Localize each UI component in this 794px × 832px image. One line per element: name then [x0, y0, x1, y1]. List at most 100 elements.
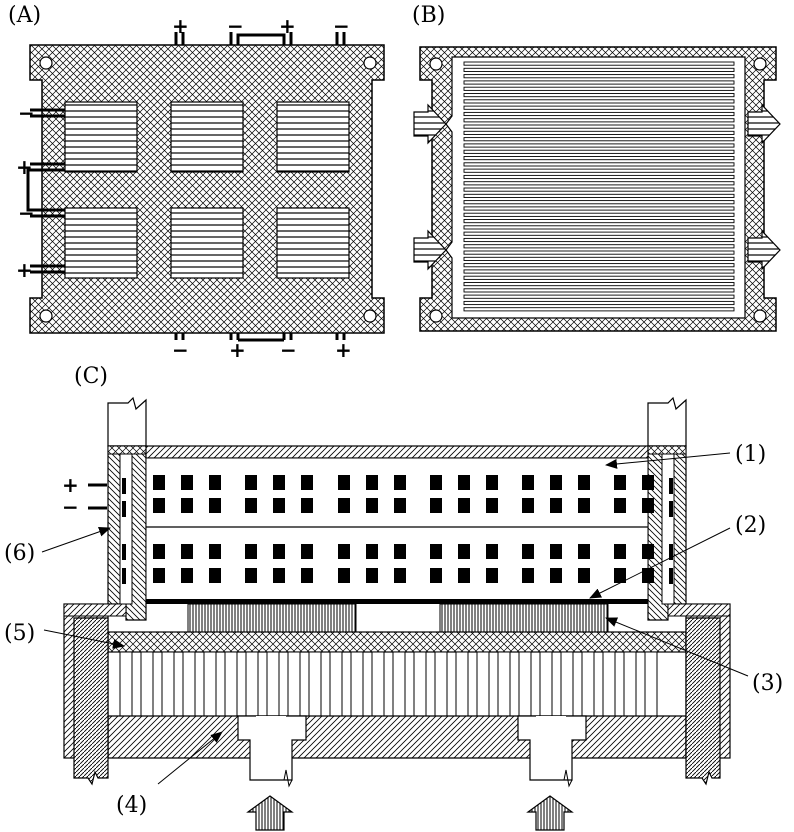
battery-cell — [181, 475, 193, 490]
te-module — [64, 101, 138, 173]
fin-line — [463, 105, 735, 110]
fin — [539, 651, 553, 717]
te-module — [170, 101, 244, 173]
battery-cell — [394, 475, 406, 490]
battery-cell — [245, 498, 257, 513]
mounting-hole — [363, 56, 377, 70]
plus-sign: + — [16, 155, 33, 179]
fin-line — [463, 237, 735, 243]
fin — [308, 651, 322, 717]
battery-cell — [522, 568, 534, 583]
fin — [434, 651, 448, 717]
fin-line — [463, 137, 735, 142]
fin-line — [463, 300, 735, 306]
fin-line — [463, 212, 735, 217]
battery-cell — [486, 544, 498, 559]
fin-line — [463, 307, 735, 312]
terminal-dash — [122, 478, 126, 494]
fin — [392, 651, 406, 717]
fin-line — [463, 200, 735, 205]
plus-sign: + — [279, 14, 296, 38]
callout-6: (6) — [4, 541, 35, 566]
battery-cell — [578, 568, 590, 583]
battery-cell — [209, 475, 221, 490]
panel-a: (A) — [8, 3, 385, 362]
plus-sign: + — [229, 338, 246, 362]
fin-line — [463, 181, 735, 186]
battery-cell — [394, 568, 406, 583]
minus-sign: − — [62, 495, 79, 519]
fin — [455, 651, 469, 717]
heat-sink-fins — [119, 651, 658, 717]
fin-line — [463, 67, 735, 72]
fin-line — [463, 244, 735, 249]
top-cover — [145, 445, 649, 459]
battery-cell — [338, 544, 350, 559]
fin-line — [463, 282, 735, 287]
te-module — [276, 207, 350, 279]
fin — [203, 651, 217, 717]
battery-cell — [301, 475, 313, 490]
panel-c-label: (C) — [74, 364, 108, 389]
battery-cell — [642, 544, 654, 559]
plus-sign: + — [172, 14, 189, 38]
battery-cell — [614, 544, 626, 559]
terminal-dash — [122, 501, 126, 517]
battery-cell — [153, 568, 165, 583]
fin — [644, 651, 658, 717]
fin-line — [463, 174, 735, 180]
panel-b: (B) — [412, 3, 781, 332]
te-module — [170, 207, 244, 279]
fin — [371, 651, 385, 717]
fin — [266, 651, 280, 717]
battery-cell — [181, 568, 193, 583]
fin — [161, 651, 175, 717]
terminal-dash — [669, 478, 673, 494]
fin — [623, 651, 637, 717]
battery-cell — [366, 544, 378, 559]
battery-cell — [550, 475, 562, 490]
fin-line — [463, 263, 735, 268]
battery-cell — [486, 475, 498, 490]
fin-line — [463, 269, 735, 274]
battery-cell — [245, 544, 257, 559]
terminal-dash — [669, 544, 673, 560]
battery-cell — [338, 475, 350, 490]
left-leads — [26, 108, 65, 274]
fin-line — [463, 193, 735, 198]
fin-line — [463, 162, 735, 167]
callout-3: (3) — [752, 671, 783, 696]
battery-cell — [642, 568, 654, 583]
battery-cell — [550, 568, 562, 583]
outlet-arrow — [747, 229, 781, 271]
fin — [287, 651, 301, 717]
battery-cell — [209, 568, 221, 583]
battery-cell — [642, 498, 654, 513]
callout-2: (2) — [735, 513, 766, 538]
fin-line — [463, 61, 735, 66]
fin-line — [463, 275, 735, 280]
fin — [518, 651, 532, 717]
cold-plate — [146, 599, 648, 604]
battery-cell — [338, 498, 350, 513]
break-mark — [563, 769, 573, 788]
fin — [182, 651, 196, 717]
battery-cell — [181, 544, 193, 559]
fin — [560, 651, 574, 717]
fin-line — [463, 225, 735, 230]
fin — [224, 651, 238, 717]
battery-cell — [486, 498, 498, 513]
fin-line — [463, 231, 735, 236]
mounting-hole — [39, 309, 53, 323]
panel-b-label: (B) — [412, 3, 445, 28]
panel-c: (C) + − — [4, 364, 783, 831]
te-module — [64, 207, 138, 279]
fin-line — [463, 111, 735, 117]
fin-line — [463, 143, 735, 148]
battery-cell — [273, 568, 285, 583]
fin-line — [463, 124, 735, 129]
fin — [497, 651, 511, 717]
battery-cell — [209, 498, 221, 513]
fin-line — [463, 80, 735, 85]
